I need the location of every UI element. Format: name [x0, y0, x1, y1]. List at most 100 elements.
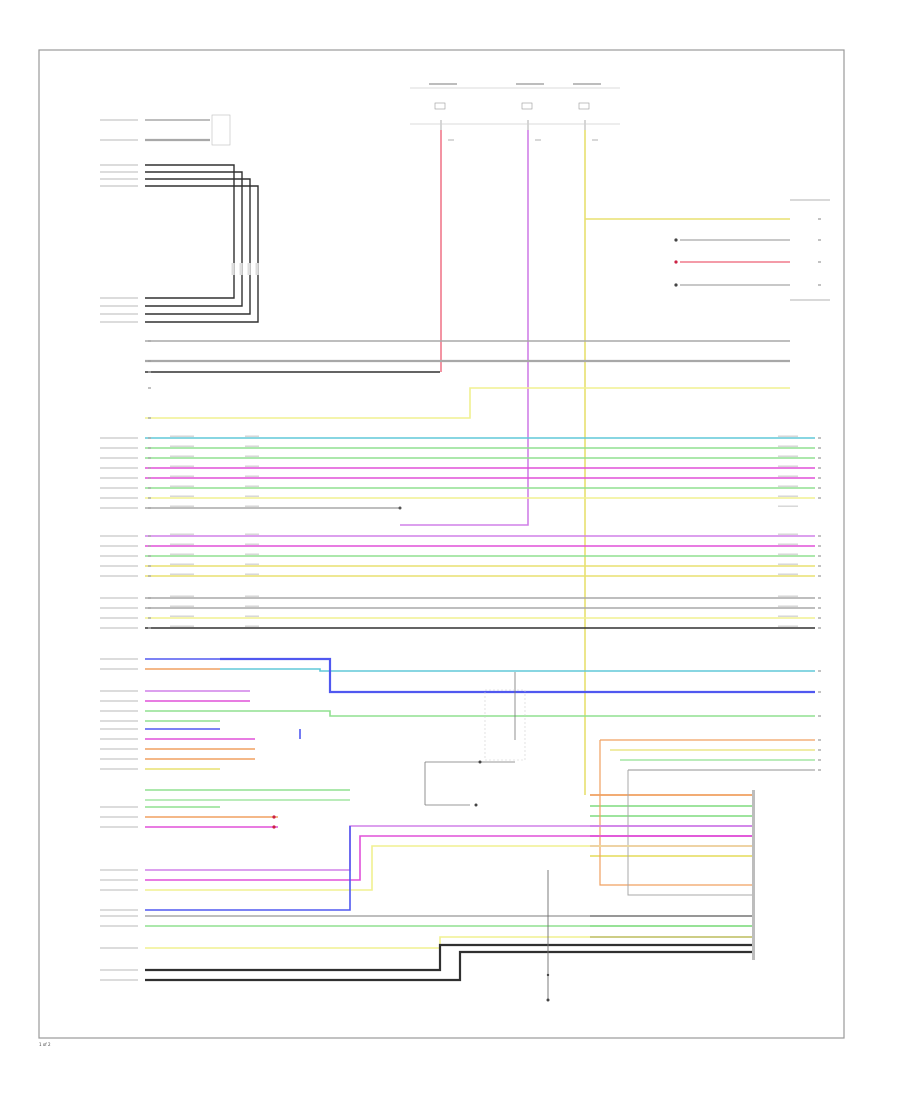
label-mark	[100, 467, 138, 469]
label-mark	[100, 915, 138, 917]
label-mark	[100, 816, 138, 818]
pin-mark	[818, 715, 821, 717]
label-mark	[100, 119, 138, 121]
module-outline	[484, 689, 526, 761]
connector-dot	[478, 760, 482, 764]
pin-mark	[818, 607, 821, 609]
pin-mark	[818, 457, 821, 459]
label-mark	[100, 869, 138, 871]
label-mark	[100, 185, 138, 187]
pin-mark	[818, 670, 821, 672]
label-mark	[245, 615, 259, 617]
label-mark	[100, 690, 138, 692]
label-mark	[170, 615, 194, 617]
label-mark	[100, 728, 138, 730]
connector-dot	[546, 973, 550, 977]
label-mark	[100, 710, 138, 712]
pin-mark	[818, 769, 821, 771]
pin-mark	[818, 749, 821, 751]
pin-mark	[818, 218, 821, 220]
pin-mark	[148, 565, 151, 567]
pin-mark	[148, 545, 151, 547]
wire-black	[145, 943, 752, 972]
pin-mark	[148, 497, 151, 499]
label-mark	[245, 495, 259, 497]
label-mark	[100, 305, 138, 307]
pin-mark	[818, 487, 821, 489]
pin-mark	[148, 535, 151, 537]
label-mark	[170, 605, 194, 607]
connector-dot	[674, 260, 678, 264]
label-mark	[778, 615, 798, 617]
pin-mark	[148, 467, 151, 469]
label-mark	[100, 597, 138, 599]
label-mark	[245, 595, 259, 597]
fuse-feed-violet	[400, 130, 529, 526]
pin-mark	[148, 555, 151, 557]
pin-mark	[148, 575, 151, 577]
label-mark	[778, 595, 798, 597]
pin-mark	[818, 617, 821, 619]
label-mark	[245, 505, 259, 507]
pin-mark	[818, 239, 821, 241]
label-mark	[245, 573, 259, 575]
label-mark	[100, 768, 138, 770]
label-mark	[778, 505, 798, 507]
label-mark	[100, 139, 138, 141]
label-mark	[100, 535, 138, 537]
pin-mark	[818, 759, 821, 761]
ground-point	[398, 506, 402, 510]
label-mark	[778, 563, 798, 565]
label-mark	[778, 475, 798, 477]
pin-mark	[818, 497, 821, 499]
label-mark	[100, 668, 138, 670]
wire-label-mark	[592, 139, 598, 141]
label-mark	[100, 969, 138, 971]
wire-layer	[145, 87, 830, 1000]
splice-mark	[239, 263, 243, 275]
label-mark	[245, 625, 259, 627]
pin-mark	[818, 467, 821, 469]
wire-black	[145, 178, 251, 315]
wire-black	[145, 950, 752, 982]
pin-mark	[148, 607, 151, 609]
label-mark	[100, 457, 138, 459]
pin-mark	[148, 507, 151, 509]
pin-mark	[818, 627, 821, 629]
label-mark	[170, 625, 194, 627]
splice-mark	[255, 263, 259, 275]
label-mark	[778, 543, 798, 545]
label-mark	[778, 553, 798, 555]
connector-dot	[474, 803, 478, 807]
label-mark	[100, 565, 138, 567]
wire-green	[220, 710, 815, 717]
label-mark	[100, 313, 138, 315]
wire-pale-yellow	[145, 845, 752, 891]
label-mark	[245, 465, 259, 467]
label-mark	[100, 477, 138, 479]
label-mark	[245, 475, 259, 477]
label-mark	[100, 297, 138, 299]
connector-dot	[674, 283, 678, 287]
label-mark	[100, 806, 138, 808]
connector-dot	[674, 238, 678, 242]
label-mark	[100, 164, 138, 166]
pin-mark	[818, 555, 821, 557]
diagram-border	[38, 49, 845, 1039]
pin-mark	[818, 597, 821, 599]
pin-mark	[818, 447, 821, 449]
label-mark	[100, 979, 138, 981]
label-mark	[778, 605, 798, 607]
fuse-symbol	[521, 102, 533, 110]
label-mark	[778, 435, 798, 437]
label-mark	[100, 617, 138, 619]
wire-blue	[145, 826, 351, 911]
pin-mark	[148, 627, 151, 629]
label-mark	[100, 658, 138, 660]
label-mark	[170, 475, 194, 477]
label-mark	[100, 909, 138, 911]
wire-yellow	[145, 387, 790, 419]
label-mark	[170, 455, 194, 457]
label-mark	[100, 497, 138, 499]
